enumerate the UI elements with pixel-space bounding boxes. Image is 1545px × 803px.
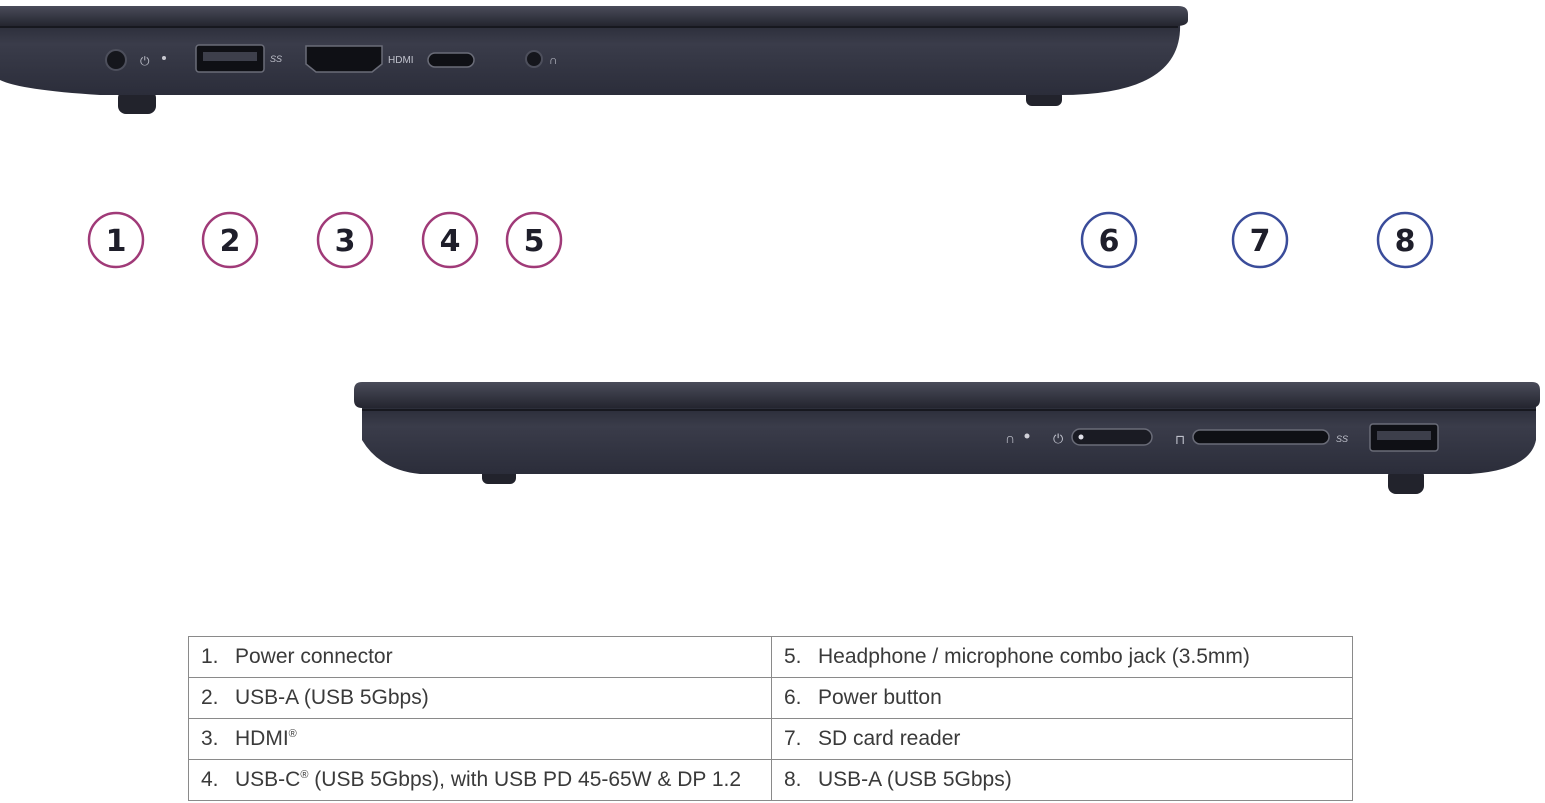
usb-ss-icon: SS bbox=[270, 54, 282, 64]
port-number: 3. bbox=[201, 727, 219, 750]
callout-number-1: 1 bbox=[106, 224, 127, 259]
callout-number-7: 7 bbox=[1250, 224, 1271, 259]
hdmi-port bbox=[305, 45, 383, 73]
callout-circle-3 bbox=[316, 211, 374, 269]
usb-ss-icon-right: SS bbox=[1336, 434, 1348, 444]
callout-number-2: 2 bbox=[220, 224, 241, 259]
table-row: 1. Power connector 5. Headphone / microphon… bbox=[188, 636, 1353, 678]
callout-circle-2 bbox=[201, 211, 259, 269]
port-description: USB-C® (USB 5Gbps), with USB PD 45-65W &… bbox=[235, 768, 742, 791]
mic-icon: ∩ bbox=[1005, 430, 1015, 446]
port-description: Headphone / microphone combo jack (3.5mm… bbox=[818, 645, 1250, 668]
port-number: 5. bbox=[784, 645, 802, 668]
port-description: Power connector bbox=[235, 645, 393, 668]
callout-circle-4 bbox=[421, 211, 479, 269]
ports-diagram: ⏻ SS HDMI ∩ ∩ ⏻ ⊓ SS 1 2 3 4 5 6 7 8 bbox=[0, 6, 1540, 494]
port-cell-right: 5. Headphone / microphone combo jack (3.5… bbox=[771, 636, 1353, 678]
port-description: USB-A (USB 5Gbps) bbox=[235, 686, 429, 709]
left-foot-front bbox=[118, 90, 156, 114]
port-cell-left: 4. USB-C® (USB 5Gbps), with USB PD 45-65W… bbox=[188, 759, 772, 801]
callout-circle-8 bbox=[1376, 211, 1434, 269]
callout-circle-6 bbox=[1080, 211, 1138, 269]
left-base bbox=[0, 22, 1181, 95]
table-row: 4. USB-C® (USB 5Gbps), with USB PD 45-65W… bbox=[188, 759, 1353, 801]
port-number: 7. bbox=[784, 727, 802, 750]
port-number: 2. bbox=[201, 686, 219, 709]
port-description: Power button bbox=[818, 686, 942, 709]
port-number: 8. bbox=[784, 768, 802, 791]
port-cell-right: 8. USB-A (USB 5Gbps) bbox=[771, 759, 1353, 801]
ports-table: 1. Power connector 5. Headphone / microphon… bbox=[188, 636, 1353, 801]
port-cell-right: 7. SD card reader bbox=[771, 718, 1353, 760]
status-led bbox=[1024, 433, 1030, 439]
plug-icon: ⏻ bbox=[140, 54, 150, 68]
headphone-icon: ∩ bbox=[549, 53, 558, 67]
port-cell-left: 1. Power connector bbox=[188, 636, 772, 678]
port-cell-left: 3. HDMI® bbox=[188, 718, 772, 760]
callout-circle-5 bbox=[505, 211, 563, 269]
laptop-right-side: ∩ ⏻ ⊓ SS bbox=[354, 382, 1540, 494]
callout-number-8: 8 bbox=[1395, 224, 1416, 259]
power-button bbox=[1071, 428, 1153, 446]
right-lid bbox=[354, 382, 1540, 408]
sd-card-icon: ⊓ bbox=[1175, 432, 1185, 447]
hdmi-port-label: HDMI bbox=[388, 55, 414, 66]
usb-c-port bbox=[427, 52, 475, 68]
port-cell-right: 6. Power button bbox=[771, 677, 1353, 719]
port-number: 6. bbox=[784, 686, 802, 709]
callout-circle-7 bbox=[1231, 211, 1289, 269]
power-jack bbox=[105, 49, 127, 71]
right-base bbox=[362, 406, 1536, 474]
port-number: 1. bbox=[201, 645, 219, 668]
port-description: HDMI® bbox=[235, 727, 297, 750]
callout-number-4: 4 bbox=[440, 224, 461, 259]
table-row: 2. USB-A (USB 5Gbps) 6. Power button bbox=[188, 677, 1353, 719]
power-led bbox=[162, 56, 166, 60]
callout-number-5: 5 bbox=[524, 224, 545, 259]
port-number: 4. bbox=[201, 768, 219, 791]
power-icon: ⏻ bbox=[1053, 432, 1063, 447]
callout-number-3: 3 bbox=[335, 224, 356, 259]
port-description: SD card reader bbox=[818, 727, 961, 750]
left-lid bbox=[0, 6, 1188, 26]
callout-circle-1 bbox=[87, 211, 145, 269]
laptop-left-side: ⏻ SS HDMI ∩ bbox=[0, 6, 1188, 114]
table-row: 3. HDMI® 7. SD card reader bbox=[188, 718, 1353, 760]
callout-group: 1 2 3 4 5 6 7 8 bbox=[87, 66, 1434, 437]
callout-number-6: 6 bbox=[1099, 224, 1120, 259]
port-description: USB-A (USB 5Gbps) bbox=[818, 768, 1012, 791]
port-cell-left: 2. USB-A (USB 5Gbps) bbox=[188, 677, 772, 719]
right-foot-front bbox=[1388, 468, 1424, 494]
audio-jack bbox=[525, 50, 543, 68]
